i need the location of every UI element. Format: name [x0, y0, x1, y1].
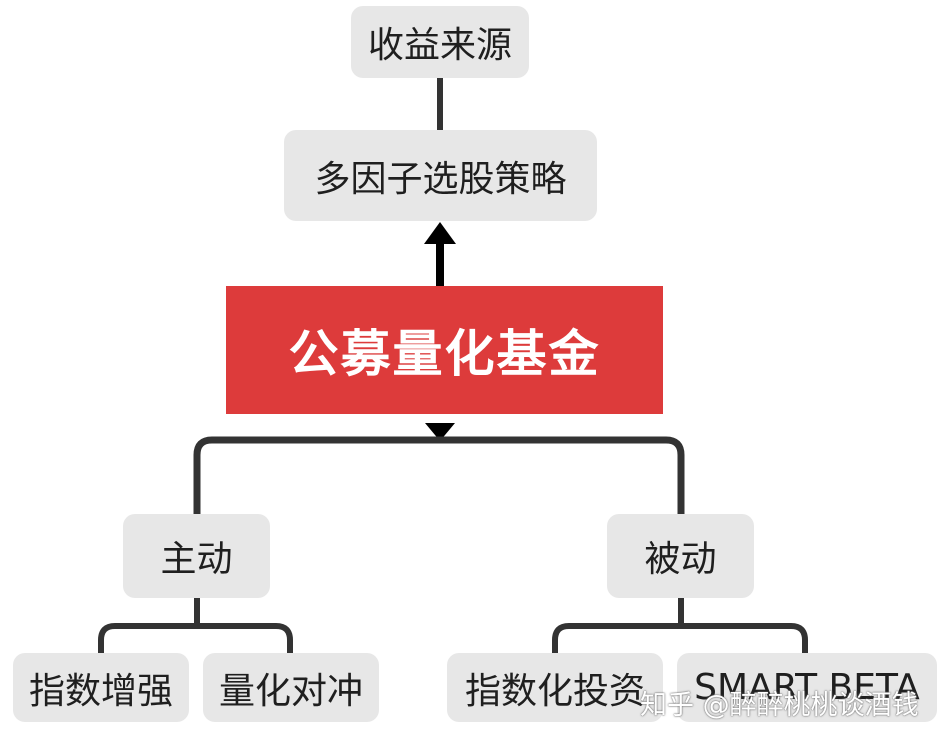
arrow-down-head — [425, 423, 455, 441]
multifactor-strategy-node: 多因子选股策略 — [284, 130, 597, 221]
root-node: 公募量化基金 — [226, 286, 663, 414]
zhihu-watermark: 知乎 @醉醉桃桃谈酒钱 — [640, 690, 919, 721]
connector-active-children — [98, 623, 293, 653]
connector-passive-children — [552, 623, 808, 653]
active-node: 主动 — [123, 514, 270, 598]
smart-beta-node: SMART BETA — [677, 653, 937, 722]
connector-root-branches — [193, 436, 685, 514]
index-investing-node: 指数化投资 — [447, 653, 663, 722]
passive-node: 被动 — [607, 514, 754, 598]
income-source-node: 收益来源 — [351, 6, 529, 78]
arrow-up-head — [424, 222, 456, 244]
quant-hedge-node: 量化对冲 — [203, 653, 379, 722]
index-enhanced-node: 指数增强 — [13, 653, 189, 722]
